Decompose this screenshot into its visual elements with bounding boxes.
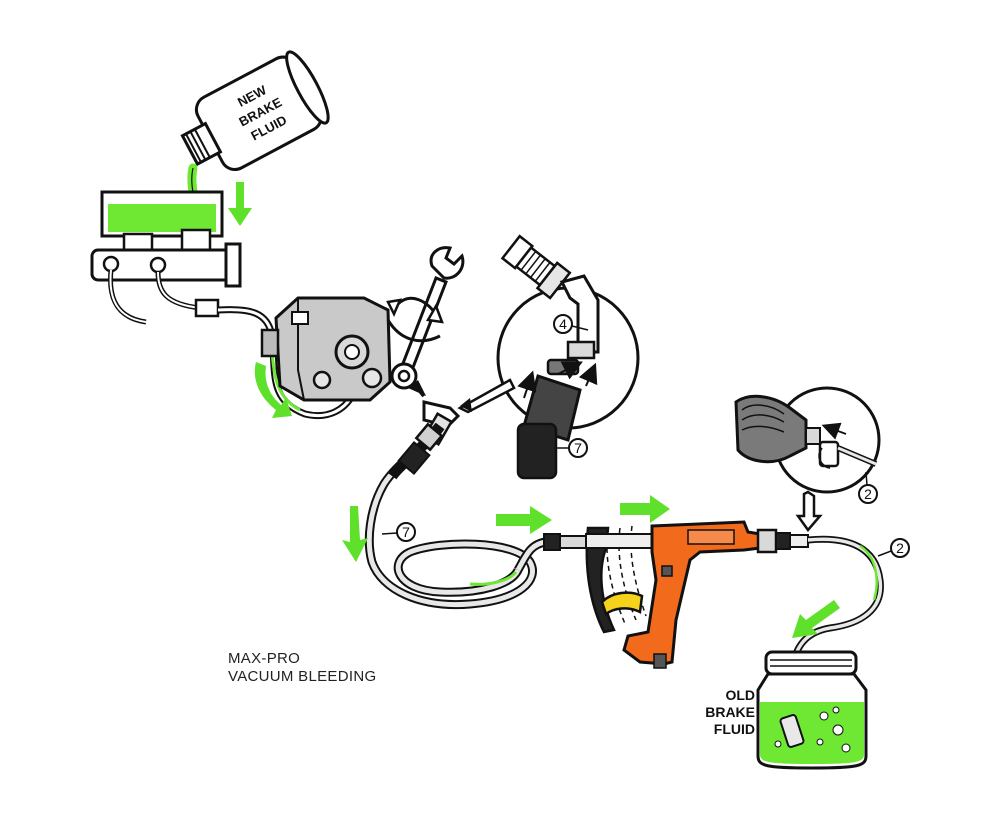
green-flow-arrow-icon — [342, 506, 368, 562]
old-brake-fluid-jar — [756, 650, 868, 770]
green-flow-arrow-icon — [254, 362, 292, 418]
green-flow-arrow-icon — [496, 506, 552, 534]
old-fluid-word-1: OLD — [725, 687, 755, 703]
rotate-arrows-icon — [386, 296, 444, 343]
callout-2-inset-number: 2 — [864, 486, 872, 502]
caption-line-1: MAX-PRO — [228, 650, 301, 667]
callout-2-inset-circle — [858, 484, 878, 504]
callout-4-number: 4 — [559, 316, 567, 332]
green-flow-arrow-icon — [228, 182, 252, 226]
callout-2-hose-circle — [890, 538, 910, 558]
brake-caliper — [260, 296, 392, 402]
bleeder-connection-inset: 4 7 — [496, 234, 640, 480]
callout-4-circle — [553, 314, 573, 334]
callout-7-hose-circle — [396, 522, 416, 542]
callout-2-hose-number: 2 — [896, 540, 904, 556]
callout-7-hose-number: 7 — [402, 524, 410, 540]
diagram-caption: MAX-PRO VACUUM BLEEDING — [228, 650, 376, 686]
wrench-icon — [390, 246, 465, 390]
exhaust-connection-inset: 2 — [734, 386, 881, 504]
vacuum-hose: 7 — [364, 422, 547, 610]
old-fluid-label-1: OLD — [725, 687, 755, 703]
old-fluid-word-2: BRAKE — [705, 704, 755, 720]
old-fluid-label-2: BRAKE — [705, 704, 755, 720]
master-cylinder — [90, 190, 242, 325]
old-fluid-word-3: FLUID — [714, 721, 755, 737]
caption-line-2: VACUUM BLEEDING — [228, 668, 377, 685]
callout-7-inset-number: 7 — [574, 440, 582, 456]
new-brake-fluid-bottle: NEW BRAKE FLUID — [180, 50, 330, 215]
green-flow-arrow-icon — [620, 495, 670, 523]
vacuum-pump-tool — [543, 520, 809, 669]
green-flow-arrow-icon — [792, 600, 840, 638]
old-fluid-label-3: FLUID — [714, 721, 755, 737]
